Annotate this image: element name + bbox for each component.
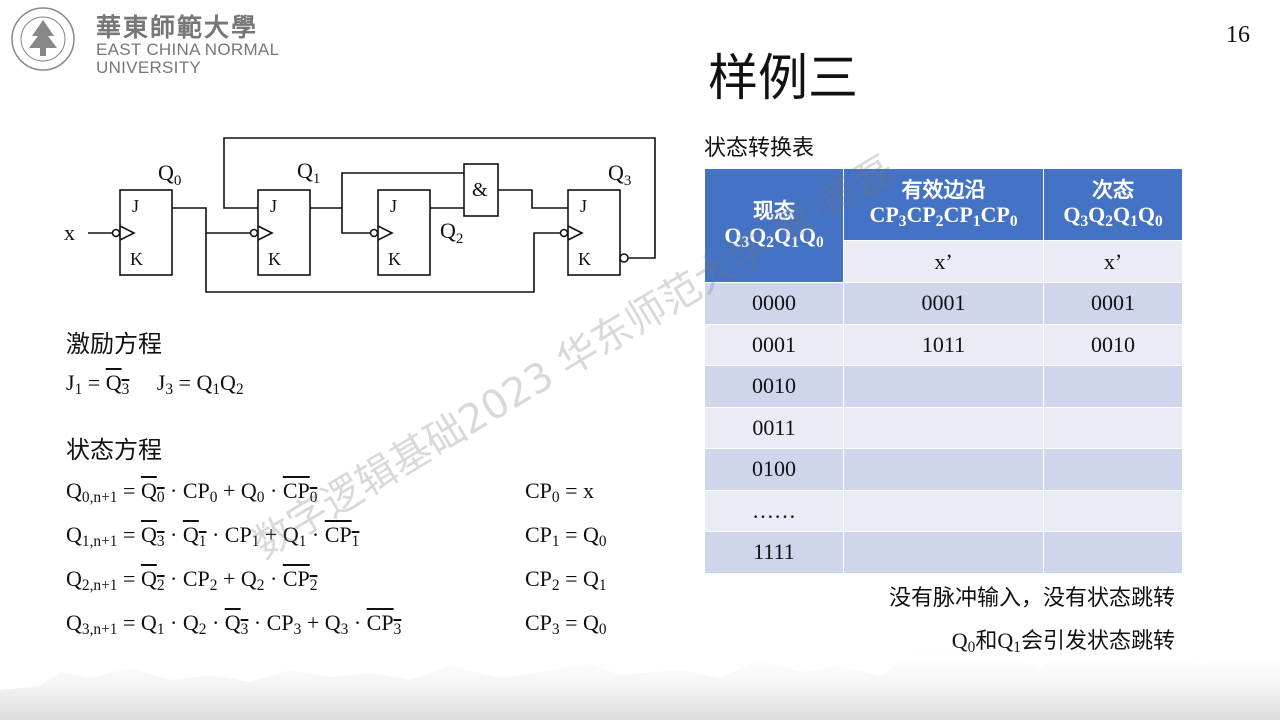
university-logo: 華東師範大學 EAST CHINA NORMAL UNIVERSITY xyxy=(10,6,300,78)
state-equation-q2: Q2,n+1 = Q2 · CP2 + Q2 · CP2 xyxy=(66,566,318,594)
cell-next xyxy=(1043,365,1183,408)
note-no-pulse: 没有脉冲输入，没有状态跳转 xyxy=(888,586,1175,611)
cell-edge: 0001 xyxy=(843,282,1044,325)
excitation-heading: 激励方程 xyxy=(66,330,162,358)
cell-next: 0001 xyxy=(1043,282,1183,325)
q2-label: Q2 xyxy=(440,218,463,247)
cell-edge xyxy=(843,531,1044,574)
cell-next xyxy=(1043,406,1183,449)
note-trigger: Q0和Q1会引发状态跳转 xyxy=(951,628,1175,656)
and-gate-label: & xyxy=(472,179,488,201)
cell-next: 0010 xyxy=(1043,323,1183,366)
table-row: …… xyxy=(704,489,1183,532)
university-name-en: EAST CHINA NORMAL xyxy=(96,40,280,59)
cell-present: 1111 xyxy=(704,531,844,574)
cell-next xyxy=(1043,531,1183,574)
campus-skyline-image xyxy=(0,640,1280,720)
q3-label: Q3 xyxy=(608,160,631,189)
cell-present: 0100 xyxy=(704,448,844,491)
state-equation-q0: Q0,n+1 = Q0 · CP0 + Q0 · CP0 xyxy=(66,478,318,506)
state-transition-table: 现态 Q3Q2Q1Q0 有效边沿 CP3CP2CP1CP0 次态 Q3Q2Q1Q… xyxy=(704,168,1183,574)
cell-next xyxy=(1043,489,1183,532)
page-number: 16 xyxy=(1226,22,1250,48)
clock-cp1: CP1 = Q0 xyxy=(525,522,607,550)
q0-label: Q0 xyxy=(158,160,181,189)
header-present-state: 现态 Q3Q2Q1Q0 xyxy=(704,168,844,283)
cell-edge xyxy=(843,406,1044,449)
university-name-cn: 華東師範大學 xyxy=(96,13,259,42)
cell-present: 0010 xyxy=(704,365,844,408)
table-row: 0011 xyxy=(704,406,1183,449)
clock-cp0: CP0 = x xyxy=(525,478,595,506)
svg-text:K: K xyxy=(388,249,401,269)
table-row: 0100 xyxy=(704,448,1183,491)
cell-present: 0000 xyxy=(704,282,844,325)
cell-present: 0011 xyxy=(704,406,844,449)
svg-text:K: K xyxy=(268,249,281,269)
table-row: 0010 xyxy=(704,365,1183,408)
svg-text:K: K xyxy=(578,249,591,269)
cell-edge xyxy=(843,365,1044,408)
cell-edge xyxy=(843,448,1044,491)
slide-title: 样例三 xyxy=(708,49,858,107)
k-label: K xyxy=(130,249,143,269)
svg-text:J: J xyxy=(580,196,587,216)
table-title: 状态转换表 xyxy=(704,136,815,161)
table-row: 1111 xyxy=(704,531,1183,574)
excitation-equation: J1 = Q3 J3 = Q1Q2 xyxy=(66,370,244,398)
cell-edge: 1011 xyxy=(843,323,1044,366)
clock-cp3: CP3 = Q0 xyxy=(525,610,607,638)
sub-header-edge: x’ xyxy=(843,240,1044,283)
cell-next xyxy=(1043,448,1183,491)
svg-text:J: J xyxy=(390,196,397,216)
j-label: J xyxy=(132,196,139,216)
state-equation-q1: Q1,n+1 = Q3 · Q1 · CP1 + Q1 · CP1 xyxy=(66,522,360,550)
state-equation-q3: Q3,n+1 = Q1 · Q2 · Q3 · CP3 + Q3 · CP3 xyxy=(66,610,402,638)
svg-text:J: J xyxy=(270,196,277,216)
sub-header-next: x’ xyxy=(1043,240,1183,283)
state-heading: 状态方程 xyxy=(66,436,162,464)
input-x-label: x xyxy=(64,220,75,245)
cell-present: 0001 xyxy=(704,323,844,366)
q1-label: Q1 xyxy=(297,158,320,187)
cell-edge xyxy=(843,489,1044,532)
header-next-state: 次态 Q3Q2Q1Q0 xyxy=(1043,168,1183,241)
circuit-diagram: J K J K J K J K & x Q0 Q1 Q2 Q3 xyxy=(64,137,656,293)
university-name-en-line2: UNIVERSITY xyxy=(96,58,202,77)
clock-cp2: CP2 = Q1 xyxy=(525,566,607,594)
cell-present: …… xyxy=(704,489,844,532)
university-seal-icon xyxy=(11,7,75,71)
header-valid-edge: 有效边沿 CP3CP2CP1CP0 xyxy=(843,168,1044,241)
